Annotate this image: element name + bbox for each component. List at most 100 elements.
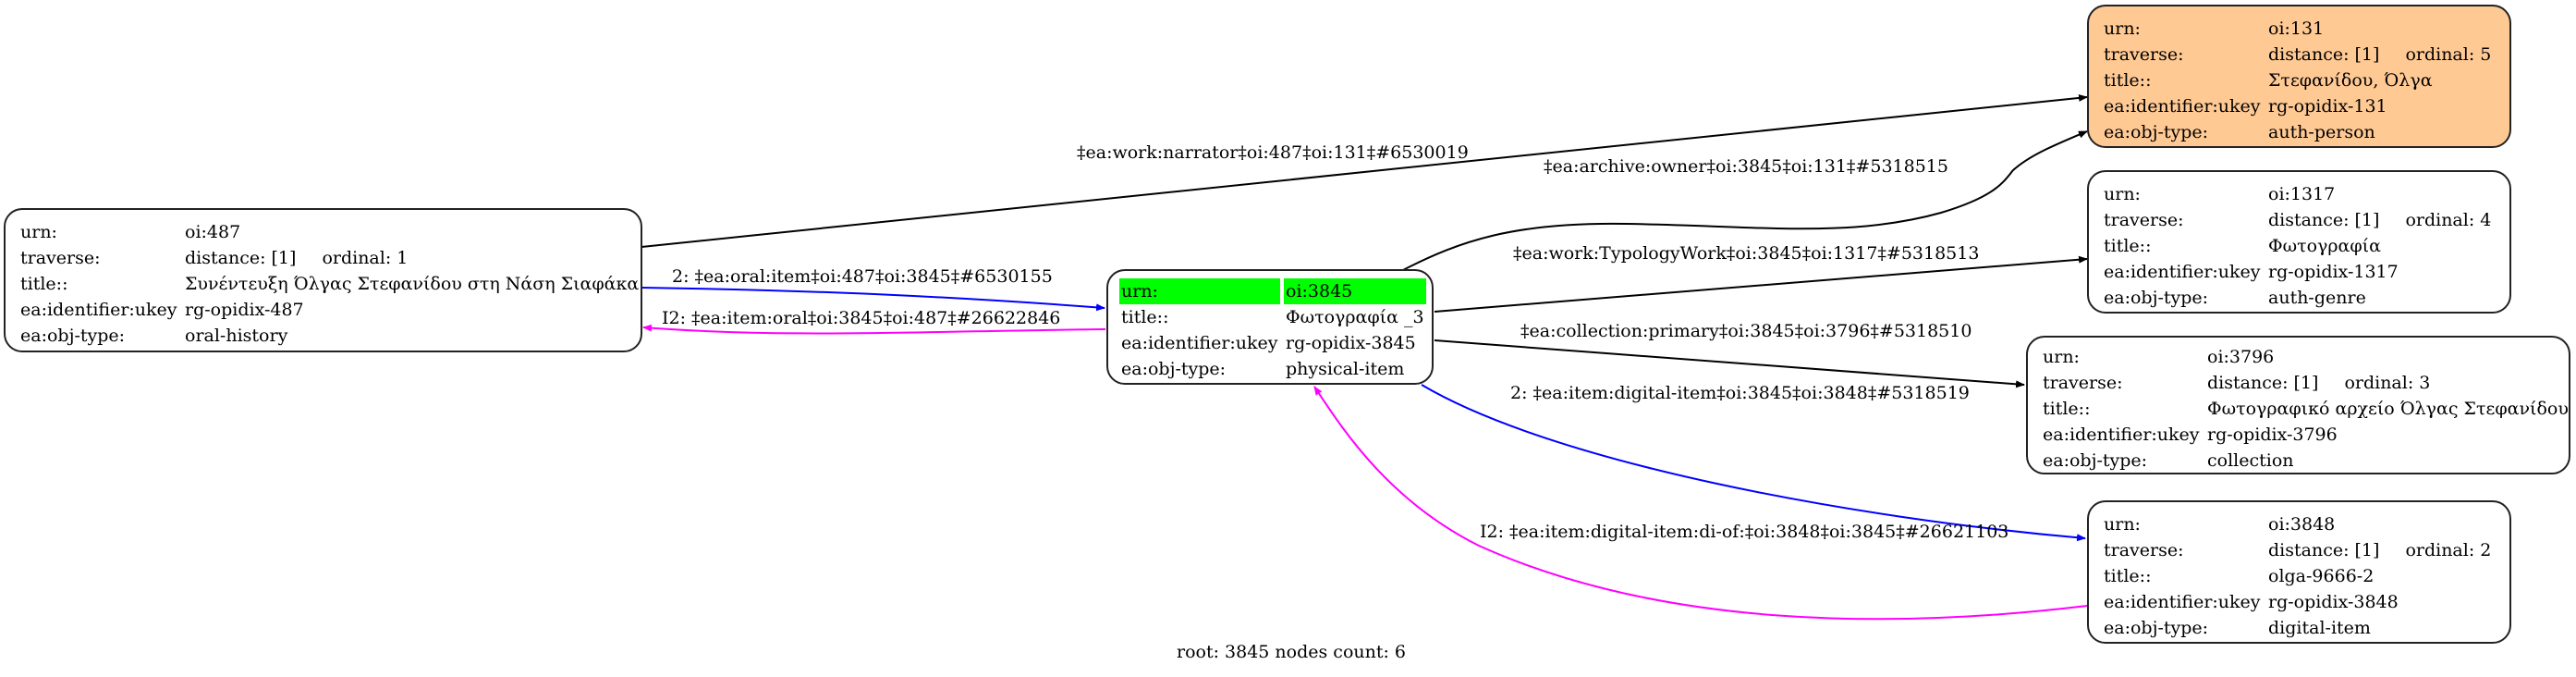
field-ukey: ea:identifier:ukey rg-opidix-487 — [18, 297, 629, 323]
field-value: olga-9666-2 — [2268, 566, 2375, 586]
ordinal-value: ordinal: 5 — [2405, 44, 2492, 65]
field-value: auth-person — [2268, 122, 2375, 142]
field-key: urn: — [20, 222, 57, 242]
graph-footer-caption: root: 3845 nodes count: 6 — [1177, 642, 1407, 662]
field-key: ea:identifier:ukey — [2104, 592, 2261, 612]
field-value: auth-genre — [2268, 288, 2366, 308]
edge-narrator[interactable] — [641, 93, 2088, 248]
field-urn: urn:oi:3796 — [2041, 344, 2558, 370]
field-key: ea:obj-type: — [2104, 122, 2209, 142]
field-title: title::Φωτογραφία _3 — [1119, 304, 1424, 330]
edge-digital-item[interactable] — [1421, 384, 2086, 542]
edge-collection-primary[interactable] — [1434, 339, 2025, 388]
node-oi-131[interactable]: urn: oi:131 traverse:distance: [1]ordinal… — [2087, 5, 2511, 148]
field-value: rg-opidix-3845 — [1286, 333, 1416, 353]
ordinal-value: ordinal: 2 — [2405, 540, 2492, 560]
field-key: title:: — [2104, 70, 2152, 91]
field-key: ea:identifier:ukey — [20, 300, 177, 320]
field-obj-type: ea:obj-type: auth-person — [2102, 119, 2498, 145]
field-urn: urn:oi:487 — [18, 219, 629, 245]
field-value: physical-item — [1286, 359, 1405, 379]
edge-label-digital-item: 2: ‡ea:item:digital-item‡oi:3845‡oi:3848… — [1510, 383, 1970, 403]
field-key: urn: — [2104, 184, 2141, 204]
edge-label-typology-work: ‡ea:work:TypologyWork‡oi:3845‡oi:1317‡#5… — [1513, 243, 1980, 264]
field-ukey: ea:identifier:ukey rg-opidix-131 — [2102, 93, 2498, 119]
field-title: title::Φωτογραφικό αρχείο Όλγας Στεφανίδ… — [2041, 396, 2569, 422]
field-key: title:: — [20, 274, 68, 294]
field-obj-type: ea:obj-type:physical-item — [1119, 356, 1421, 382]
distance-value: distance: [1] — [2268, 540, 2380, 560]
field-obj-type: ea:obj-type:collection — [2041, 448, 2558, 474]
field-traverse: traverse:distance: [1]ordinal: 5 — [2102, 42, 2498, 68]
field-title: title::Στεφανίδου, Όλγα — [2102, 68, 2498, 93]
node-oi-487[interactable]: urn:oi:487 traverse: distance: [1] ordinal… — [4, 208, 642, 352]
field-urn: urn: oi:1317 — [2102, 181, 2498, 207]
field-value: oral-history — [185, 326, 288, 346]
field-key: ea:identifier:ukey — [2104, 96, 2261, 117]
field-urn: urn: oi:3848 — [2102, 511, 2498, 537]
field-value: Φωτογραφικό αρχείο Όλγας Στεφανίδου — [2207, 399, 2569, 419]
field-key: urn: — [2104, 18, 2141, 39]
edge-archive-owner[interactable] — [1402, 130, 2088, 271]
field-value: oi:3796 — [2207, 347, 2275, 367]
field-ukey: ea:identifier:ukey rg-opidix-1317 — [2102, 259, 2498, 285]
ordinal-value: ordinal: 3 — [2344, 373, 2431, 393]
field-key: traverse: — [20, 248, 101, 268]
field-traverse: traverse: distance: [1] ordinal: 3 — [2041, 370, 2558, 396]
field-key: title:: — [2104, 566, 2152, 586]
field-value: collection — [2207, 450, 2294, 471]
field-key: traverse: — [2043, 373, 2123, 393]
edge-label-collection-primary: ‡ea:collection:primary‡oi:3845‡oi:3796‡#… — [1520, 321, 1972, 341]
field-title: title::Συνέντευξη Όλγας Στεφανίδου στη Ν… — [18, 271, 639, 297]
node-oi-3796[interactable]: urn:oi:3796 traverse: distance: [1] ordina… — [2026, 336, 2570, 474]
edge-digital-item-of[interactable] — [1313, 386, 2088, 621]
field-value: Φωτογραφία _3 — [1286, 307, 1424, 327]
edge-typology-work[interactable] — [1434, 255, 2088, 313]
field-title: title::Φωτογραφία — [2102, 233, 2498, 259]
distance-value: distance: [1] — [2207, 373, 2319, 393]
field-value: rg-opidix-3796 — [2207, 425, 2338, 445]
field-value: oi:3848 — [2268, 514, 2336, 535]
field-value: rg-opidix-487 — [185, 300, 304, 320]
edge-item-oral[interactable] — [642, 324, 1106, 335]
field-key: ea:identifier:ukey — [1121, 333, 1278, 353]
field-key: ea:identifier:ukey — [2043, 425, 2200, 445]
field-value: rg-opidix-131 — [2268, 96, 2387, 117]
field-value: rg-opidix-1317 — [2268, 262, 2399, 282]
field-value: Συνέντευξη Όλγας Στεφανίδου στη Νάση Σια… — [185, 274, 640, 294]
field-key: traverse: — [2104, 44, 2184, 65]
edge-label-narrator: ‡ea:work:narrator‡oi:487‡oi:131‡#6530019 — [1077, 142, 1469, 163]
field-ukey: ea:identifier:ukey rg-opidix-3796 — [2041, 422, 2558, 448]
field-ukey: ea:identifier:ukey rg-opidix-3848 — [2102, 589, 2498, 615]
field-key: traverse: — [2104, 540, 2184, 560]
edge-label-item-oral: I2: ‡ea:item:oral‡oi:3845‡oi:487‡#266228… — [662, 308, 1061, 328]
field-obj-type: ea:obj-type: auth-genre — [2102, 285, 2498, 311]
edge-oral-item[interactable] — [641, 287, 1105, 312]
field-traverse: traverse: distance: [1] ordinal: 1 — [18, 245, 629, 271]
field-value: digital-item — [2268, 618, 2371, 638]
field-urn: urn:oi:3845 — [1119, 278, 1426, 304]
field-title: title::olga-9666-2 — [2102, 563, 2498, 589]
distance-value: distance: [1] — [185, 248, 297, 268]
field-key: urn: — [1119, 278, 1280, 304]
ordinal-value: ordinal: 1 — [322, 248, 409, 268]
field-key: urn: — [2104, 514, 2141, 535]
field-key: title:: — [2104, 236, 2152, 256]
field-key: ea:identifier:ukey — [2104, 262, 2261, 282]
node-oi-1317[interactable]: urn:oi:1317 traverse:distance: [1]ordina… — [2087, 170, 2511, 314]
field-value: oi:1317 — [2268, 184, 2336, 204]
field-value: Φωτογραφία — [2268, 236, 2381, 256]
root-node-oi-3845[interactable]: urn:oi:3845 title::Φωτογραφία _3 ea:iden… — [1106, 269, 1434, 385]
field-key: traverse: — [2104, 210, 2184, 230]
field-key: ea:obj-type: — [2104, 618, 2209, 638]
distance-value: distance: [1] — [2268, 210, 2380, 230]
node-oi-3848[interactable]: urn: oi:3848 traverse: distance: [1] ordina… — [2087, 500, 2511, 644]
field-key: ea:obj-type: — [2104, 288, 2209, 308]
field-key: title:: — [1121, 307, 1169, 327]
field-value: rg-opidix-3848 — [2268, 592, 2399, 612]
field-value: oi:131 — [2268, 18, 2325, 39]
field-traverse: traverse:distance: [1]ordinal: 4 — [2102, 207, 2498, 233]
field-ukey: ea:identifier:ukey rg-opidix-3845 — [1119, 330, 1421, 356]
field-key: ea:obj-type: — [20, 326, 126, 346]
